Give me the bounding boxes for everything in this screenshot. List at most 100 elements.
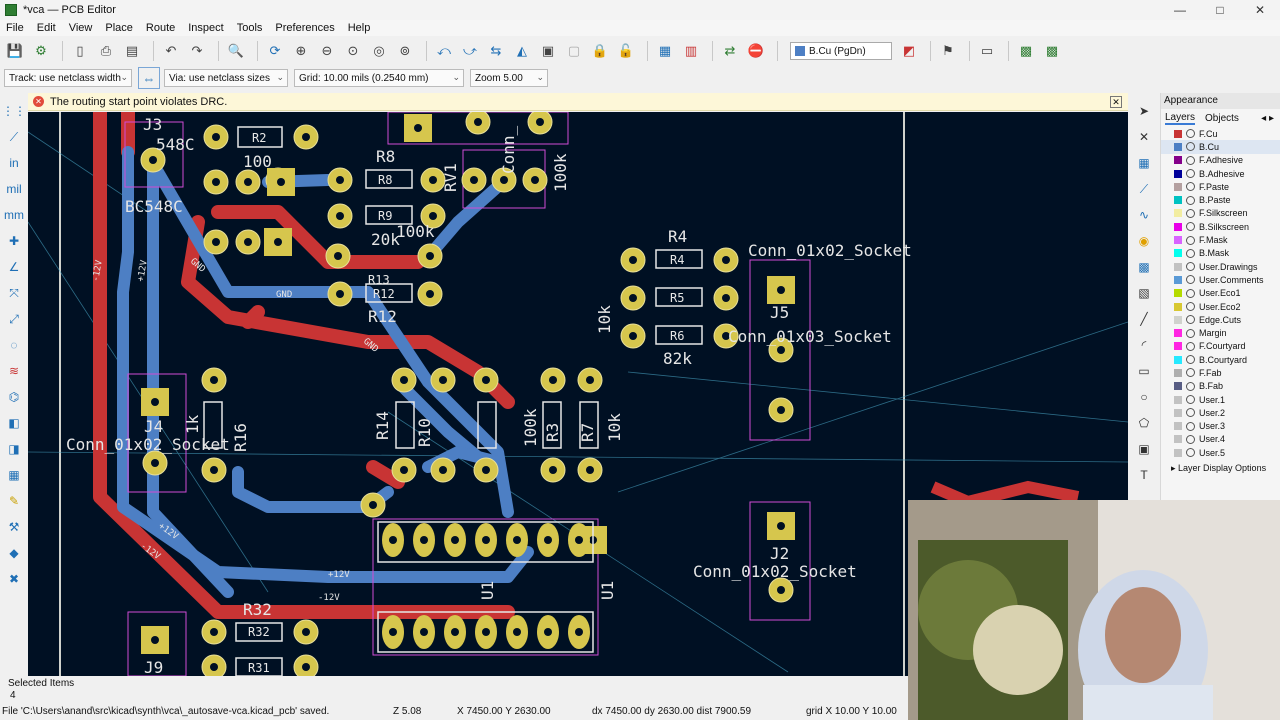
visibility-eye-icon[interactable] [1186,355,1195,365]
layer-color-swatch[interactable] [1174,329,1182,338]
visibility-eye-icon[interactable] [1186,421,1195,431]
visibility-eye-icon[interactable] [1186,368,1195,378]
menu-view[interactable]: View [68,22,93,34]
layer-color-swatch[interactable] [1174,302,1182,311]
visibility-eye-icon[interactable] [1186,434,1195,444]
visibility-eye-icon[interactable] [1186,408,1195,418]
pcb-canvas[interactable]: GND GND GND +12V -12V +12V -12V +12V -12… [28,112,1128,676]
pcb-drawing[interactable]: GND GND GND +12V -12V +12V -12V +12V -12… [28,112,1128,676]
zoom-fit-icon[interactable]: ⊙ [347,43,359,58]
layer-color-swatch[interactable] [1174,382,1182,391]
find-icon[interactable]: 🔍 [227,43,245,58]
menu-preferences[interactable]: Preferences [275,22,335,34]
menu-file[interactable]: File [6,22,24,34]
layer-color-swatch[interactable] [1174,355,1182,364]
layer-row[interactable]: User.3 [1161,420,1280,433]
track-width-select[interactable]: Track: use netclass width⌄ [4,69,132,87]
cursor-icon[interactable]: ✚ [8,234,20,248]
high-contrast-icon[interactable]: ◧ [8,416,20,430]
layer-pair-icon[interactable]: ◩ [902,43,916,58]
redo-icon[interactable]: ↷ [191,43,203,58]
add-footprint-icon[interactable]: ▦ [1138,156,1150,170]
add-rule-area-icon[interactable]: ▧ [1138,286,1150,300]
ratsnest-icon[interactable]: ⟋ [9,129,19,144]
grid-toggle-icon[interactable]: ⋮⋮ [2,104,26,118]
layer-color-swatch[interactable] [1174,236,1182,245]
layer-color-swatch[interactable] [1174,289,1182,298]
close-button[interactable]: ✕ [1254,3,1266,17]
lock-icon[interactable]: 🔒 [591,43,609,58]
via-size-select[interactable]: Via: use netclass sizes⌄ [164,69,288,87]
layer-row[interactable]: B.Silkscreen [1161,220,1280,233]
layer-color-swatch[interactable] [1174,129,1182,138]
layer-row[interactable]: User.2 [1161,406,1280,419]
layer-row[interactable]: Margin [1161,326,1280,339]
layer-row[interactable]: B.Adhesive [1161,167,1280,180]
menu-inspect[interactable]: Inspect [188,22,224,34]
layer-row[interactable]: B.Cu [1161,140,1280,154]
layer-row[interactable]: User.4 [1161,433,1280,446]
menu-tools[interactable]: Tools [236,22,263,34]
layer-row[interactable]: User.Eco1 [1161,287,1280,300]
menu-route[interactable]: Route [145,22,176,34]
visibility-eye-icon[interactable] [1186,235,1195,245]
layer-color-swatch[interactable] [1174,448,1182,457]
layer-row[interactable]: B.Courtyard [1161,353,1280,366]
fill-zone-icon[interactable]: ✎ [8,494,20,508]
drc-icon[interactable]: ⛔ [747,43,765,58]
menu-help[interactable]: Help [347,22,371,34]
visibility-eye-icon[interactable] [1186,262,1195,272]
layer-color-swatch[interactable] [1174,142,1182,151]
layer-row[interactable]: F.Mask [1161,233,1280,246]
local-ratsnest-icon[interactable]: ✕ [1138,130,1150,144]
layer-row[interactable]: F.Silkscreen [1161,207,1280,220]
layer-selector[interactable]: B.Cu (PgDn) [790,42,892,60]
layer-row[interactable]: B.Mask [1161,247,1280,260]
zone-display-icon[interactable]: ▦ [8,468,20,482]
minimize-button[interactable]: — [1174,3,1186,17]
page-settings-icon[interactable]: ▯ [76,43,84,58]
layer-row[interactable]: F.Courtyard [1161,340,1280,353]
add-image-icon[interactable]: ▣ [1138,442,1150,456]
plot-icon[interactable]: ▤ [125,43,139,58]
menu-edit[interactable]: Edit [36,22,56,34]
layer-color-swatch[interactable] [1174,408,1182,417]
visibility-eye-icon[interactable] [1186,448,1195,458]
layer-row[interactable]: Edge.Cuts [1161,313,1280,326]
visibility-eye-icon[interactable] [1186,302,1195,311]
net-highlight-icon[interactable]: ◨ [8,442,20,456]
show-ratsnest-icon[interactable]: ⤧ [9,285,19,300]
visibility-eye-icon[interactable] [1186,182,1195,192]
layer-row[interactable]: User.Drawings [1161,260,1280,273]
draw-polygon-icon[interactable]: ⬠ [1138,416,1150,430]
netlist-icon[interactable]: ▦ [658,43,672,58]
rotate-cw-icon[interactable]: ⤻ [463,43,477,58]
add-zone-icon[interactable]: ▩ [1138,260,1150,274]
visibility-eye-icon[interactable] [1186,315,1195,325]
layer-color-swatch[interactable] [1174,342,1182,351]
layer-row[interactable]: B.Paste [1161,193,1280,206]
layer-color-swatch[interactable] [1174,368,1182,377]
visibility-eye-icon[interactable] [1186,169,1195,179]
track-outline-icon[interactable]: ≋ [8,364,20,378]
layer-row[interactable]: F.Paste [1161,180,1280,193]
visibility-eye-icon[interactable] [1186,208,1195,218]
layer-color-swatch[interactable] [1174,182,1182,191]
print-icon[interactable]: ⎙ [100,43,112,58]
mirror-icon[interactable]: ◭ [517,43,527,58]
scripting-icon[interactable]: ▭ [980,43,994,58]
tab-objects[interactable]: Objects [1205,112,1239,124]
layer-color-swatch[interactable] [1174,156,1182,165]
footprint-library-icon[interactable]: ▥ [684,43,698,58]
visibility-eye-icon[interactable] [1186,142,1195,152]
auto-width-icon[interactable]: ⇔ [138,67,160,89]
draw-arc-icon[interactable]: ◜ [1141,338,1147,352]
infobar-close-icon[interactable]: ✕ [1110,95,1122,108]
draw-rectangle-icon[interactable]: ▭ [1138,364,1150,378]
maximize-button[interactable]: □ [1216,3,1224,17]
visibility-eye-icon[interactable] [1186,195,1195,205]
visibility-eye-icon[interactable] [1186,222,1195,232]
layer-row[interactable]: User.Eco2 [1161,300,1280,313]
grid-select[interactable]: Grid: 10.00 mils (0.2540 mm)⌄ [294,69,464,87]
visibility-eye-icon[interactable] [1186,381,1195,391]
